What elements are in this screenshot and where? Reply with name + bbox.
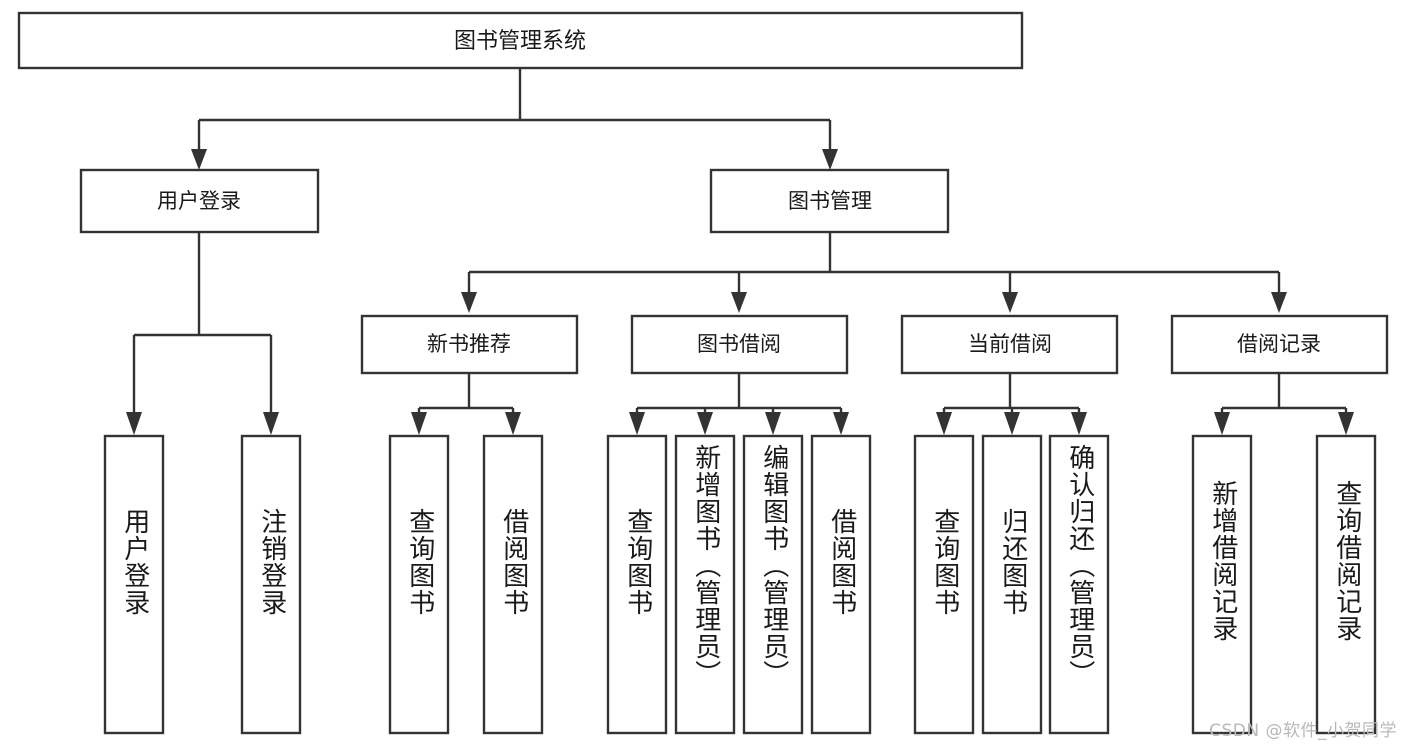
node-book-manage[interactable]: 图书管理 xyxy=(709,168,950,234)
leaf-boxes-user-login xyxy=(103,434,302,735)
arrow-head-user-login xyxy=(191,149,207,170)
leaf-box-book-borrow-4[interactable] xyxy=(810,434,872,735)
arrow-head-book-manage xyxy=(822,149,838,170)
leaf-box-current-borrow-3[interactable] xyxy=(1048,434,1110,735)
connector-group-book-manage xyxy=(461,232,1287,313)
node-current-borrow[interactable]: 当前借阅 xyxy=(900,314,1119,375)
leaf-box-borrow-record-2[interactable] xyxy=(1315,434,1377,735)
arrow-head-leaf-current-borrow-2 xyxy=(1004,412,1020,435)
arrow-head-leaf-book-borrow-1 xyxy=(629,412,645,435)
node-borrow-record-box[interactable] xyxy=(1170,314,1389,375)
leaf-box-current-borrow-1[interactable] xyxy=(913,434,975,735)
arrow-head-leaf-book-borrow-3 xyxy=(765,412,781,435)
node-user-login[interactable]: 用户登录 xyxy=(79,168,320,234)
arrow-head-book-borrow xyxy=(731,292,747,313)
leaf-box-user-login-2[interactable] xyxy=(240,434,302,735)
arrow-head-leaf-user-login-2 xyxy=(263,412,279,435)
arrow-head-new-book xyxy=(461,292,477,313)
arrow-head-leaf-book-borrow-2 xyxy=(697,412,713,435)
arrow-head-current-borrow xyxy=(1002,292,1018,313)
leaf-box-book-borrow-3[interactable] xyxy=(742,434,804,735)
leaf-boxes-book-borrow xyxy=(606,434,872,735)
node-book-manage-box[interactable] xyxy=(709,168,950,234)
connector-group-root xyxy=(191,68,838,170)
arrow-head-leaf-book-borrow-4 xyxy=(833,412,849,435)
leaf-box-new-book-2[interactable] xyxy=(482,434,544,735)
connector-group-user-login xyxy=(126,232,279,435)
leaf-boxes-current-borrow xyxy=(913,434,1110,735)
node-new-book-recommend[interactable]: 新书推荐 xyxy=(360,314,579,375)
arrow-head-leaf-new-book-2 xyxy=(505,412,521,435)
node-borrow-record-label: 借阅记录 xyxy=(1237,332,1321,356)
leaf-box-borrow-record-1[interactable] xyxy=(1191,434,1253,735)
arrow-head-borrow-record xyxy=(1271,292,1287,313)
node-book-manage-label: 图书管理 xyxy=(788,189,872,213)
leaf-box-book-borrow-2[interactable] xyxy=(674,434,736,735)
node-root-box[interactable] xyxy=(17,11,1024,70)
node-new-book-recommend-box[interactable] xyxy=(360,314,579,375)
node-book-borrow-box[interactable] xyxy=(630,314,849,375)
node-new-book-recommend-label: 新书推荐 xyxy=(427,332,511,356)
leaf-box-book-borrow-1[interactable] xyxy=(606,434,668,735)
node-current-borrow-label: 当前借阅 xyxy=(968,332,1052,356)
node-borrow-record[interactable]: 借阅记录 xyxy=(1170,314,1389,375)
watermark: CSDN @软件_小贺同学 xyxy=(1209,721,1397,741)
arrow-head-leaf-borrow-record-1 xyxy=(1214,412,1230,435)
leaf-box-new-book-1[interactable] xyxy=(388,434,450,735)
node-book-borrow[interactable]: 图书借阅 xyxy=(630,314,849,375)
connector-group-current-borrow-leaves xyxy=(936,373,1087,435)
connector-group-book-borrow-leaves xyxy=(629,373,849,435)
leaf-boxes-new-book-recommend xyxy=(388,434,544,735)
leaf-box-current-borrow-2[interactable] xyxy=(981,434,1043,735)
leaf-boxes-borrow-record xyxy=(1191,434,1377,735)
node-root-label: 图书管理系统 xyxy=(454,29,586,54)
arrow-head-leaf-current-borrow-1 xyxy=(936,412,952,435)
node-user-login-box[interactable] xyxy=(79,168,320,234)
arrow-head-leaf-user-login-1 xyxy=(126,412,142,435)
leaf-box-user-login-1[interactable] xyxy=(103,434,165,735)
node-root[interactable]: 图书管理系统 xyxy=(17,11,1024,70)
arrow-head-leaf-borrow-record-2 xyxy=(1338,412,1354,435)
connector-group-new-book-leaves xyxy=(411,373,521,435)
arrow-head-leaf-new-book-1 xyxy=(411,412,427,435)
node-current-borrow-box[interactable] xyxy=(900,314,1119,375)
node-user-login-label: 用户登录 xyxy=(157,189,241,213)
connector-group-borrow-record-leaves xyxy=(1214,373,1354,435)
node-book-borrow-label: 图书借阅 xyxy=(697,332,781,356)
arrow-head-leaf-current-borrow-3 xyxy=(1071,412,1087,435)
